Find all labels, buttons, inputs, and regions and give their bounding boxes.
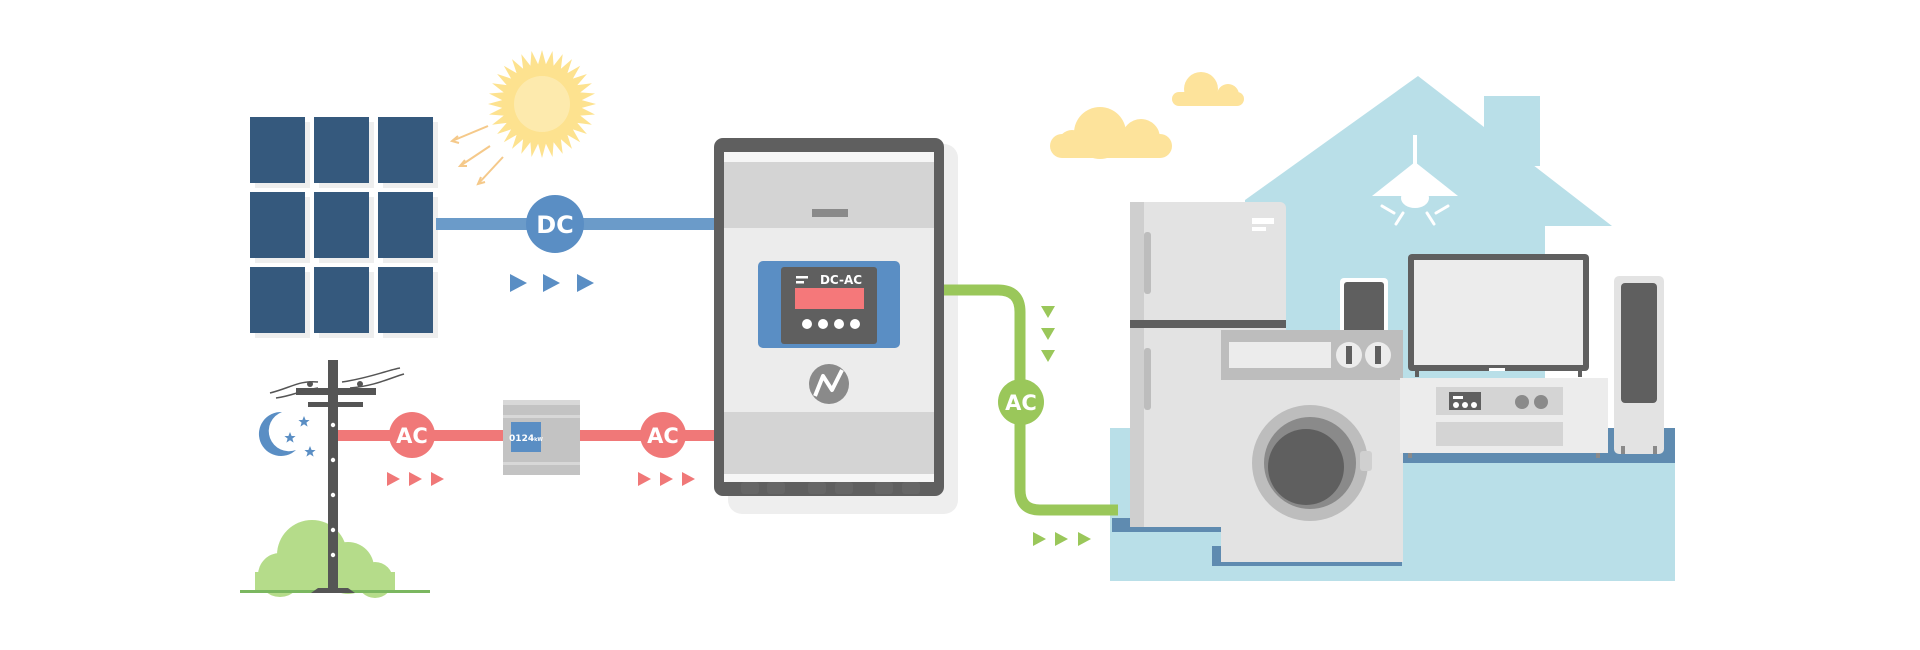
- inverter-vent: [812, 209, 848, 217]
- inverter-buttons: [802, 319, 860, 329]
- tv-cabinet: [1400, 378, 1608, 458]
- dc-flow-arrows: [510, 274, 594, 292]
- solar-panel: [314, 267, 369, 333]
- moon-icon: [258, 411, 296, 456]
- solar-panel: [314, 192, 369, 258]
- solar-panel: [378, 117, 433, 183]
- ac-meter-out-badge: [640, 412, 686, 458]
- inverter-connectors: [741, 482, 920, 494]
- ac-grid-flow-arrows: [387, 472, 695, 486]
- ac-home-flow-arrows-down: [1041, 306, 1055, 362]
- utility-pole: [269, 360, 405, 593]
- electric-meter: 0124kW: [503, 400, 580, 475]
- grid-side: [240, 360, 430, 598]
- ac-home-flow-arrows-right: [1033, 532, 1091, 546]
- dc-label: DC: [536, 211, 574, 239]
- sun-icon: [449, 50, 596, 186]
- solar-panel: [378, 267, 433, 333]
- ac-home-badge: [998, 379, 1044, 425]
- ac-grid-label: AC: [396, 424, 428, 448]
- solar-panel: [250, 267, 305, 333]
- speaker: [1614, 276, 1664, 454]
- house-chimney: [1484, 96, 1540, 166]
- ac-meter-out-label: AC: [647, 424, 679, 448]
- inverter: DC-AC: [714, 138, 958, 514]
- cloud-icon: [1172, 72, 1244, 106]
- meter-display: [511, 422, 541, 452]
- solar-panel: [250, 192, 305, 258]
- inverter-readout: [795, 288, 864, 309]
- dc-badge: [526, 195, 584, 253]
- meter-reading: 0124kW: [509, 434, 543, 444]
- solar-panel: [378, 192, 433, 258]
- solar-panel: [314, 117, 369, 183]
- dc-connection: DC: [436, 195, 714, 292]
- cloud-icon: [1050, 107, 1172, 159]
- bush-icon: [255, 520, 395, 598]
- washing-machine: [1221, 278, 1403, 562]
- ac-grid-badge: [389, 412, 435, 458]
- solar-panel-array: [250, 117, 438, 338]
- lamp-icon: [1372, 135, 1458, 226]
- television: [1408, 254, 1589, 377]
- inverter-title: DC-AC: [820, 273, 862, 287]
- star-icon: [284, 416, 316, 457]
- ac-home-label: AC: [1005, 391, 1037, 415]
- solar-panel: [250, 117, 305, 183]
- ac-home-connection: AC: [944, 284, 1118, 546]
- house-roof: [1245, 76, 1612, 226]
